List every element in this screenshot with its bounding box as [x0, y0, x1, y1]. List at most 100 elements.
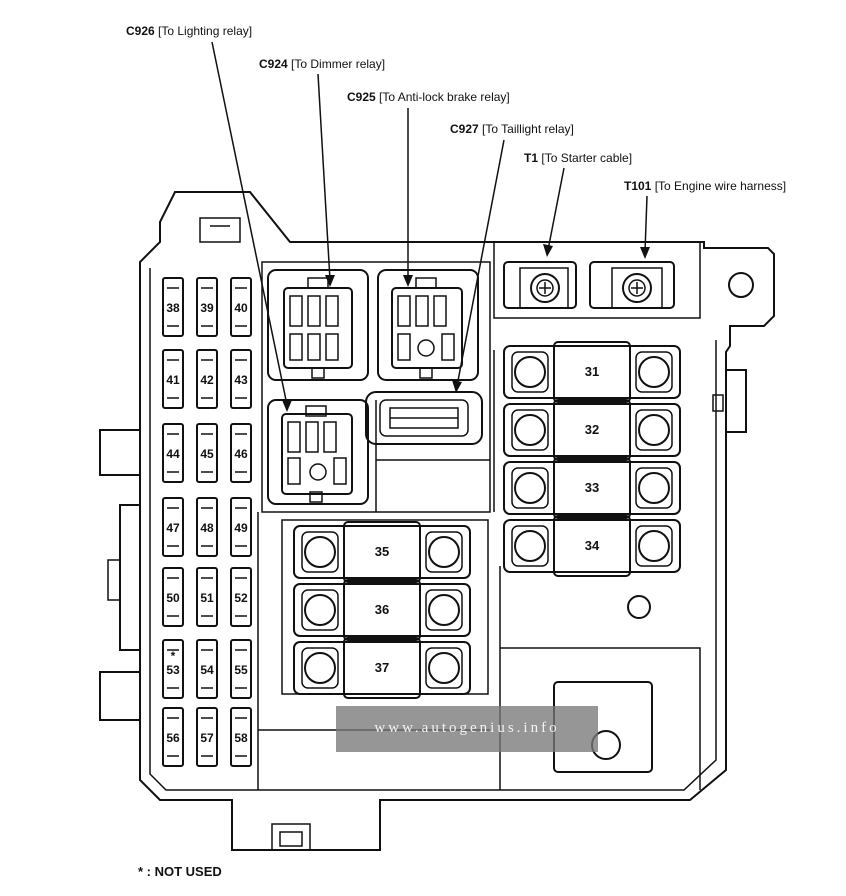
- fuse-number: 55: [234, 663, 248, 677]
- fuse-body: [196, 639, 218, 699]
- fuse-number: 48: [200, 521, 214, 535]
- fuse-terminal: [638, 356, 670, 388]
- not-used-marker: *: [171, 649, 176, 663]
- small-fuse: 53*: [162, 639, 184, 699]
- fuse-terminal: [514, 414, 546, 446]
- small-fuse: 41: [162, 349, 184, 409]
- callout-c925: C925 [To Anti-lock brake relay]: [347, 90, 510, 104]
- mount-hole-mid: [627, 595, 651, 619]
- fuse-terminal: [304, 652, 336, 684]
- small-fuse: 52: [230, 567, 252, 627]
- small-fuse: 47: [162, 497, 184, 557]
- fuse-holder: [293, 525, 471, 579]
- large-fuse: 35: [293, 521, 471, 583]
- fuse-terminal: [304, 594, 336, 626]
- fuse-number: 46: [234, 447, 248, 461]
- fuse-body: [196, 567, 218, 627]
- watermark-text: www.autogenius.info: [374, 720, 560, 736]
- fuse-number: 47: [166, 521, 180, 535]
- small-fuse: 54: [196, 639, 218, 699]
- fuse-holder: [503, 345, 681, 399]
- connector-c927: [365, 391, 490, 512]
- fuse-body: [343, 579, 421, 641]
- fuse-body: [162, 707, 184, 767]
- fuse-terminal: [638, 472, 670, 504]
- small-fuse: 50: [162, 567, 184, 627]
- fuse-number: 41: [166, 373, 180, 387]
- fuse-number: 39: [200, 301, 214, 315]
- fuse-body: [196, 349, 218, 409]
- fuse-number: 45: [200, 447, 214, 461]
- fuse-body: [230, 707, 252, 767]
- fuse-body: [230, 349, 252, 409]
- fuse-body: [230, 639, 252, 699]
- small-fuse: 43: [230, 349, 252, 409]
- fuse-body: [196, 277, 218, 337]
- fuse-body: [230, 423, 252, 483]
- watermark: www.autogenius.info: [336, 706, 598, 752]
- fuse-number: 58: [234, 731, 248, 745]
- fuse-number: 34: [585, 538, 600, 553]
- fuse-terminal: [514, 472, 546, 504]
- large-fuse: 32: [503, 399, 681, 461]
- fuse-number: 57: [200, 731, 214, 745]
- small-fuse: 48: [196, 497, 218, 557]
- fuse-terminal: [514, 356, 546, 388]
- small-fuse: 38: [162, 277, 184, 337]
- callout-t101: T101 [To Engine wire harness]: [624, 179, 786, 193]
- relay-connector-block: [261, 261, 491, 513]
- fuse-holder: [503, 461, 681, 515]
- fuse-number: 53: [166, 663, 180, 677]
- mount-hole-top-right: [728, 272, 754, 298]
- small-fuse: 39: [196, 277, 218, 337]
- fuse-body: [196, 497, 218, 557]
- large-fuse: 37: [293, 637, 471, 699]
- fuse-body: [196, 423, 218, 483]
- fuse-terminal: [428, 536, 460, 568]
- fuse-terminal: [304, 536, 336, 568]
- small-fuse: 45: [196, 423, 218, 483]
- connector-c924: [267, 269, 369, 381]
- large-fuse: 31: [503, 341, 681, 403]
- small-fuse: 49: [230, 497, 252, 557]
- fuse-number: 38: [166, 301, 180, 315]
- small-fuse: 56: [162, 707, 184, 767]
- fuse-body: [343, 637, 421, 699]
- callout-t1: T1 [To Starter cable]: [524, 151, 632, 165]
- fuse-number: 36: [375, 602, 389, 617]
- terminal-t1: [503, 261, 577, 309]
- fuse-body: [553, 515, 631, 577]
- small-fuse: 51: [196, 567, 218, 627]
- small-fuse: 55: [230, 639, 252, 699]
- small-fuse: 57: [196, 707, 218, 767]
- fuse-body: [553, 457, 631, 519]
- fuse-holder: [503, 403, 681, 457]
- large-fuse: 36: [293, 579, 471, 641]
- fuse-body: [162, 497, 184, 557]
- fuse-terminal: [428, 652, 460, 684]
- fuse-number: 52: [234, 591, 248, 605]
- fuse-terminal: [428, 594, 460, 626]
- fuse-body: [343, 521, 421, 583]
- fuse-number: 43: [234, 373, 248, 387]
- fuse-body: [162, 277, 184, 337]
- fuse-number: 51: [200, 591, 214, 605]
- fuse-body: [162, 423, 184, 483]
- fuse-number: 42: [200, 373, 214, 387]
- footnote-not-used: * : NOT USED: [138, 864, 222, 879]
- small-fuse: 44: [162, 423, 184, 483]
- fuse-number: 50: [166, 591, 180, 605]
- small-fuse-array: 38 39 40 41 42 43 44 45 46 47 48 49 50 51 52 53* 54 55 56 5…: [162, 277, 252, 767]
- fuse-terminal: [514, 530, 546, 562]
- fuse-body: [553, 341, 631, 403]
- large-fuse: 34: [503, 515, 681, 577]
- fuse-number: 32: [585, 422, 599, 437]
- leader-lines: [211, 41, 650, 412]
- fuse-holder: [293, 583, 471, 637]
- small-fuse: 42: [196, 349, 218, 409]
- fuse-body: [162, 567, 184, 627]
- fuse-terminal: [638, 530, 670, 562]
- fuse-number: 40: [234, 301, 248, 315]
- fuse-number: 49: [234, 521, 248, 535]
